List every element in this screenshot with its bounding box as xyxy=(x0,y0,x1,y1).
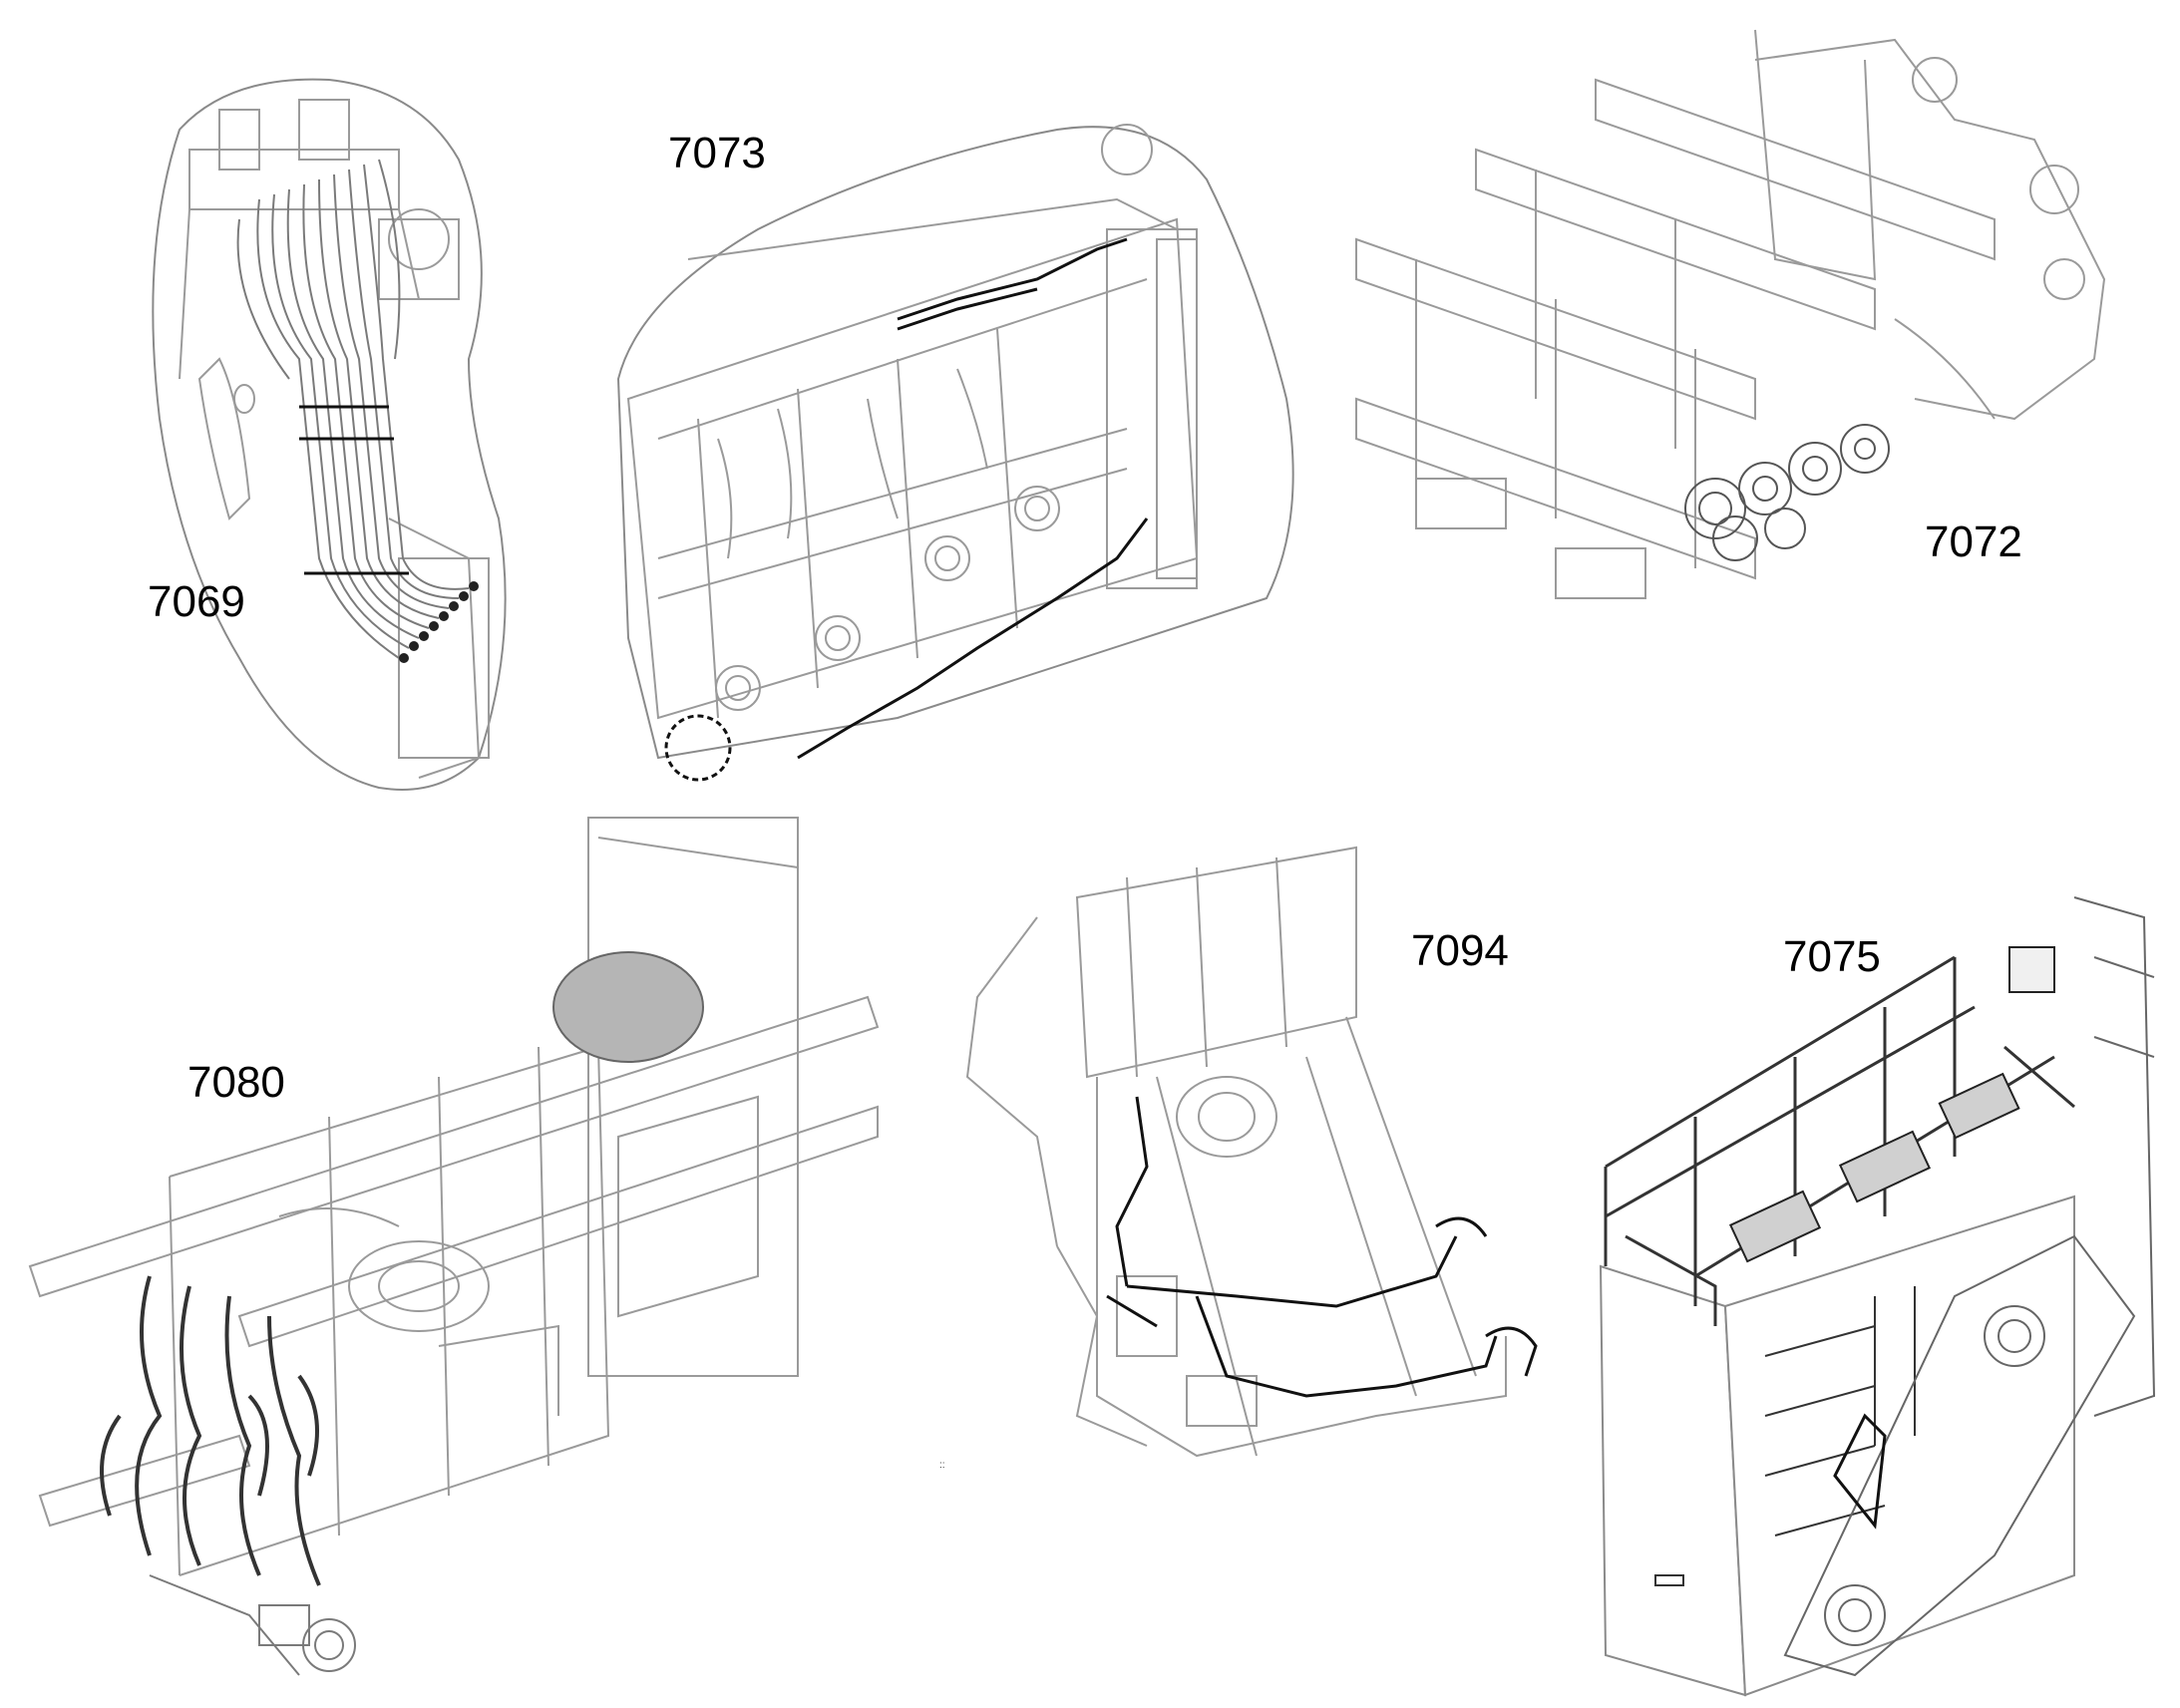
view-7069-outline xyxy=(152,78,507,791)
view-7080-frame xyxy=(28,817,880,1576)
view-7094-frame xyxy=(965,846,1507,1458)
view-7069: 7069 xyxy=(148,78,507,791)
view-7069-label: 7069 xyxy=(148,577,245,626)
view-7073: 7073 xyxy=(616,124,1294,782)
view-7073-outline xyxy=(616,126,1294,760)
view-7072-label: 7072 xyxy=(1925,517,2022,566)
view-7075-cab-side xyxy=(1723,1195,2075,1697)
view-7094: 7094 xyxy=(965,846,1538,1458)
view-7072: 7072 xyxy=(1355,29,2106,599)
view-7069-fittings xyxy=(399,581,479,663)
view-7069-hoses xyxy=(236,159,470,659)
view-7072-drive-cluster xyxy=(1684,424,1890,561)
view-7075-label: 7075 xyxy=(1783,932,1881,981)
view-7094-harness xyxy=(1106,1096,1538,1398)
view-7069-clamps xyxy=(299,405,409,575)
view-7075-ladder xyxy=(1833,1413,1887,1530)
view-7073-label: 7073 xyxy=(668,129,766,177)
view-7073-round-flange xyxy=(664,714,732,782)
view-7080-radiator-fan xyxy=(552,951,704,1063)
view-7080-bottom-components xyxy=(149,1574,356,1676)
view-7075-boom-link xyxy=(1783,896,2156,1677)
stray-mark: :: xyxy=(939,1460,945,1471)
view-7073-frame xyxy=(626,124,1199,720)
view-7080-label: 7080 xyxy=(187,1058,285,1107)
view-7072-frame xyxy=(1355,29,2106,599)
view-7075-platform-equipment xyxy=(1728,946,2055,1263)
view-7080: 7080 xyxy=(28,817,880,1676)
view-7075-cab-panels xyxy=(1654,1286,1916,1586)
view-7075-cab-body xyxy=(1599,1264,1747,1697)
view-7094-label: 7094 xyxy=(1411,926,1509,975)
view-7073-harness xyxy=(797,237,1149,760)
view-7075: 7075 xyxy=(1599,896,2156,1697)
view-7080-hose-cluster xyxy=(100,1275,321,1586)
